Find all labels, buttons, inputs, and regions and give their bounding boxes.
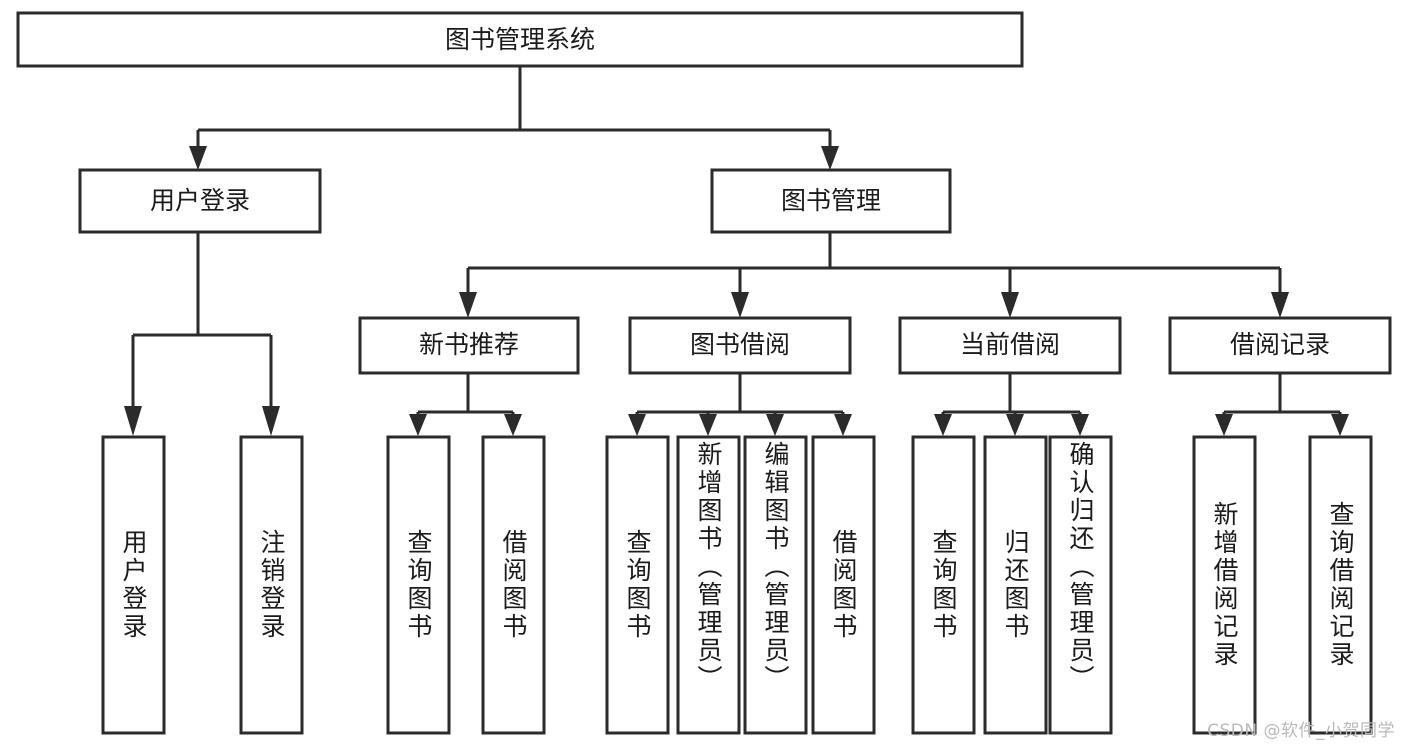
node-leaf-add-book-box[interactable] xyxy=(676,435,741,735)
arrowhead-book-borrow xyxy=(731,292,749,318)
node-book-manage[interactable]: 图书管理 xyxy=(710,168,952,234)
arrowhead-leaf-user-login xyxy=(124,406,142,436)
arrowhead-leaf-borrow-book-1 xyxy=(504,414,522,436)
arrowhead-new-book-recommend xyxy=(459,292,477,318)
node-layer: 图书管理系统 用户登录 图书管理 新书推荐 图书借阅 当前 xyxy=(16,11,1392,735)
node-new-book-recommend-box[interactable] xyxy=(358,316,580,375)
node-book-manage-box[interactable] xyxy=(710,168,952,234)
arrowhead-current-borrow xyxy=(1001,292,1019,318)
node-new-book-recommend[interactable]: 新书推荐 xyxy=(358,316,580,375)
node-root-box[interactable] xyxy=(16,11,1024,68)
node-leaf-logout-box[interactable] xyxy=(239,435,304,735)
node-leaf-borrow-book-2-box[interactable] xyxy=(811,435,876,735)
node-leaf-query-record-box[interactable] xyxy=(1308,435,1373,735)
node-book-borrow[interactable]: 图书借阅 xyxy=(628,316,852,375)
node-user-login-label: 用户登录 xyxy=(150,186,250,215)
node-leaf-borrow-book-1-box[interactable] xyxy=(481,435,546,735)
node-leaf-query-book-3-box[interactable] xyxy=(911,435,976,735)
node-borrow-record[interactable]: 借阅记录 xyxy=(1168,316,1392,375)
arrowhead-user-login xyxy=(189,146,207,170)
node-leaf-user-login-box[interactable] xyxy=(101,435,166,735)
node-borrow-record-box[interactable] xyxy=(1168,316,1392,375)
node-user-login[interactable]: 用户登录 xyxy=(78,168,322,234)
arrowhead-leaf-return-book xyxy=(1006,414,1024,436)
connector-layer xyxy=(124,66,1349,436)
node-leaf-add-record-box[interactable] xyxy=(1192,435,1257,735)
arrowhead-borrow-record xyxy=(1271,292,1289,318)
arrowhead-leaf-edit-book xyxy=(766,414,784,436)
node-new-book-recommend-label: 新书推荐 xyxy=(419,330,519,359)
node-leaf-confirm-return-box[interactable] xyxy=(1048,435,1113,735)
arrowhead-leaf-add-book xyxy=(699,414,717,436)
node-root[interactable]: 图书管理系统 xyxy=(16,11,1024,68)
arrowhead-leaf-query-book-1 xyxy=(409,414,427,436)
node-book-borrow-label: 图书借阅 xyxy=(690,330,790,359)
node-borrow-record-label: 借阅记录 xyxy=(1230,330,1330,359)
watermark-text: CSDN @软件_小贺同学 xyxy=(1207,721,1395,741)
node-leaf-query-book-2-box[interactable] xyxy=(605,435,670,735)
node-leaf-edit-book-box[interactable] xyxy=(743,435,808,735)
arrowhead-book-manage xyxy=(821,146,839,170)
arrowhead-leaf-logout xyxy=(262,406,280,436)
arrowhead-leaf-confirm-return xyxy=(1071,414,1089,436)
node-leaf-return-book-box[interactable] xyxy=(983,435,1048,735)
node-leaf-query-book-1-box[interactable] xyxy=(386,435,451,735)
node-user-login-box[interactable] xyxy=(78,168,322,234)
node-book-manage-label: 图书管理 xyxy=(781,186,881,215)
arrowhead-leaf-query-record xyxy=(1331,414,1349,436)
node-current-borrow-box[interactable] xyxy=(898,316,1122,375)
arrowhead-leaf-query-book-2 xyxy=(628,414,646,436)
node-current-borrow-label: 当前借阅 xyxy=(960,330,1060,359)
node-root-label: 图书管理系统 xyxy=(445,25,595,54)
arrowhead-leaf-add-record xyxy=(1215,414,1233,436)
node-current-borrow[interactable]: 当前借阅 xyxy=(898,316,1122,375)
arrowhead-leaf-borrow-book-2 xyxy=(834,414,852,436)
node-book-borrow-box[interactable] xyxy=(628,316,852,375)
arrowhead-leaf-query-book-3 xyxy=(934,414,952,436)
